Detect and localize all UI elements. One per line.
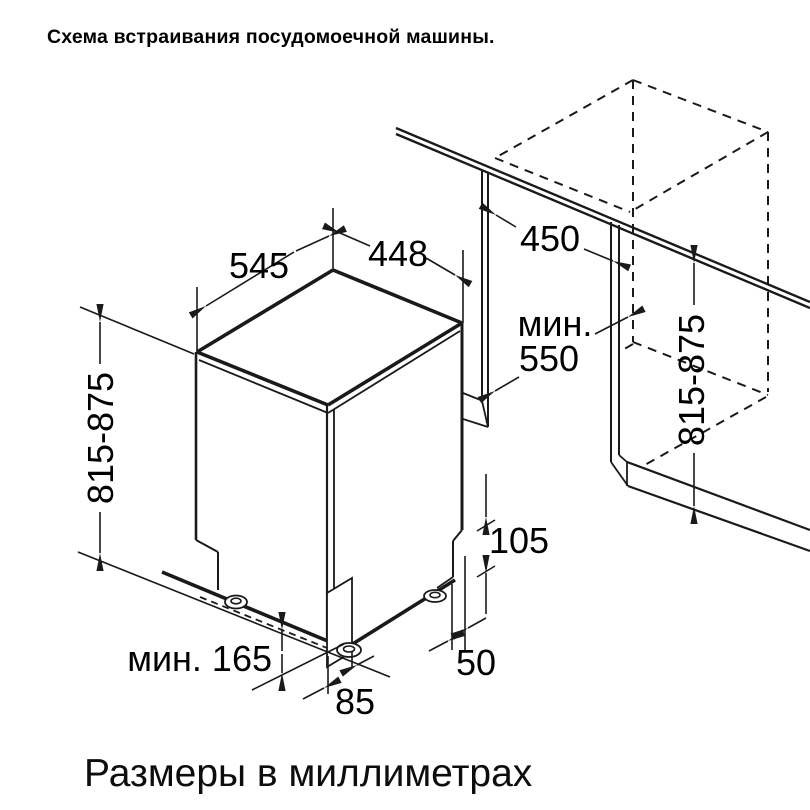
dim-label-105: 105 xyxy=(489,520,549,561)
dimension-height-right: 815-875 xyxy=(671,245,712,524)
adjustable-foot-right xyxy=(423,589,447,603)
adjustable-foot-front xyxy=(336,642,362,658)
dim-label-550-min: мин. xyxy=(518,303,593,344)
countertop-bottom-edge xyxy=(395,132,810,310)
floor-edge-bottom xyxy=(627,484,810,553)
dimension-depth-545: 545 xyxy=(188,225,347,319)
dim-label-450: 450 xyxy=(520,218,580,259)
dim-label-height-left: 815-875 xyxy=(80,372,121,504)
dimension-height-left: 815-875 xyxy=(80,304,121,571)
floor-dashed-line xyxy=(199,596,343,655)
niche-dashed-box xyxy=(494,79,769,467)
dim-label-165: мин. 165 xyxy=(127,638,272,679)
countertop-top-edge xyxy=(395,126,810,304)
floor-edge-top xyxy=(626,460,810,532)
countertop xyxy=(395,126,810,310)
dim-label-550: 550 xyxy=(519,338,579,379)
dishwasher-outline xyxy=(161,268,464,669)
dimension-niche-depth-550: мин. 550 xyxy=(477,303,646,404)
dim-label-height-right: 815-875 xyxy=(671,314,712,446)
extension-lines xyxy=(77,208,466,694)
page-title: Схема встраивания посудомоечной машины. xyxy=(47,26,495,48)
dim-label-448: 448 xyxy=(368,233,428,274)
dimension-niche-450: 450 xyxy=(478,202,632,272)
dimension-foot-85: 85 xyxy=(302,655,375,722)
left-cabinet-panel xyxy=(462,170,489,428)
dim-label-50: 50 xyxy=(456,642,496,683)
dimension-gap-50: 50 xyxy=(428,617,496,683)
adjustable-foot-left xyxy=(224,594,248,610)
dim-label-85: 85 xyxy=(335,681,375,722)
dim-label-545: 545 xyxy=(229,245,289,286)
dimension-width-448: 448 xyxy=(322,222,473,288)
units-caption: Размеры в миллиметрах xyxy=(84,752,533,795)
dimension-recess-165: мин. 165 xyxy=(127,612,286,691)
dimension-plinth-105: 105 xyxy=(476,474,549,614)
